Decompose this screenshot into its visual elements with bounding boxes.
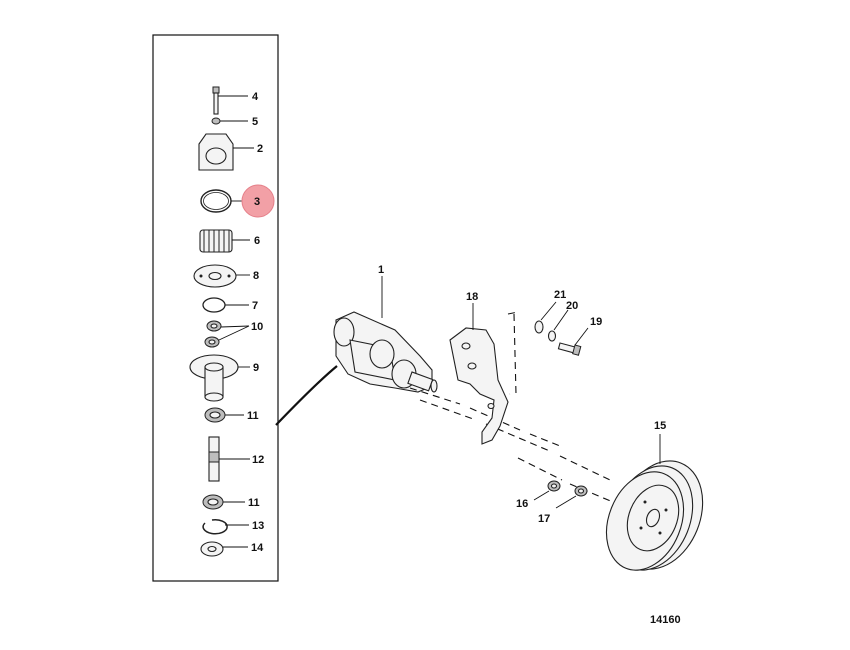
callout-5: 5	[252, 116, 258, 128]
callout-3-highlight	[241, 184, 275, 218]
callout-18: 18	[466, 291, 478, 303]
part-4-bolt[interactable]	[212, 86, 248, 115]
part-2-pump-body[interactable]	[198, 133, 254, 171]
callout-11-lower: 11	[248, 497, 260, 509]
part-5-washer[interactable]	[211, 117, 248, 125]
callout-3: 3	[254, 196, 260, 208]
part-6-impeller[interactable]	[199, 229, 250, 253]
part-17-nut[interactable]	[555, 485, 588, 509]
assembly-line-pulley	[517, 457, 621, 506]
part-20-lock-washer[interactable]	[547, 309, 569, 342]
part-16-nut[interactable]	[533, 480, 561, 501]
part-11-bearing-upper[interactable]	[204, 407, 244, 423]
assembly-line-bolt	[497, 311, 519, 397]
part-8-plate[interactable]	[193, 264, 250, 288]
callout-1: 1	[378, 264, 384, 276]
callout-14: 14	[251, 542, 264, 554]
part-18-bracket[interactable]	[449, 303, 509, 445]
part-9-housing[interactable]	[189, 354, 250, 402]
exploded-view-frame	[152, 34, 279, 582]
callout-6: 6	[254, 235, 260, 247]
callout-15: 15	[654, 420, 666, 432]
callout-9: 9	[253, 362, 259, 374]
callout-17: 17	[538, 513, 550, 525]
callout-16: 16	[516, 498, 528, 510]
callout-11-upper: 11	[247, 410, 259, 422]
part-7-ring[interactable]	[202, 297, 249, 313]
part-12-shaft[interactable]	[208, 436, 250, 482]
callout-8: 8	[253, 270, 259, 282]
callout-12: 12	[252, 454, 264, 466]
callout-21: 21	[554, 289, 566, 301]
callout-13: 13	[252, 520, 264, 532]
callout-2: 2	[257, 143, 263, 155]
part-19-bolt[interactable]	[557, 327, 589, 356]
assembly-line-lower	[419, 399, 611, 481]
figure-number: 14160	[650, 614, 681, 626]
part-11-bearing-lower[interactable]	[202, 494, 245, 510]
callout-7: 7	[252, 300, 258, 312]
callout-4: 4	[252, 91, 259, 103]
part-10-seals[interactable]	[204, 320, 250, 348]
callout-10: 10	[251, 321, 263, 333]
part-13-snap-ring[interactable]	[202, 519, 249, 535]
callout-19: 19	[590, 316, 602, 328]
part-3-o-ring[interactable]	[200, 189, 242, 213]
part-21-washer[interactable]	[534, 301, 557, 334]
hose-line	[275, 365, 338, 426]
part-14-washer[interactable]	[200, 541, 248, 557]
callout-20: 20	[566, 300, 578, 312]
part-1-water-pump[interactable]	[333, 276, 438, 393]
part-15-pulley[interactable]	[593, 434, 719, 582]
